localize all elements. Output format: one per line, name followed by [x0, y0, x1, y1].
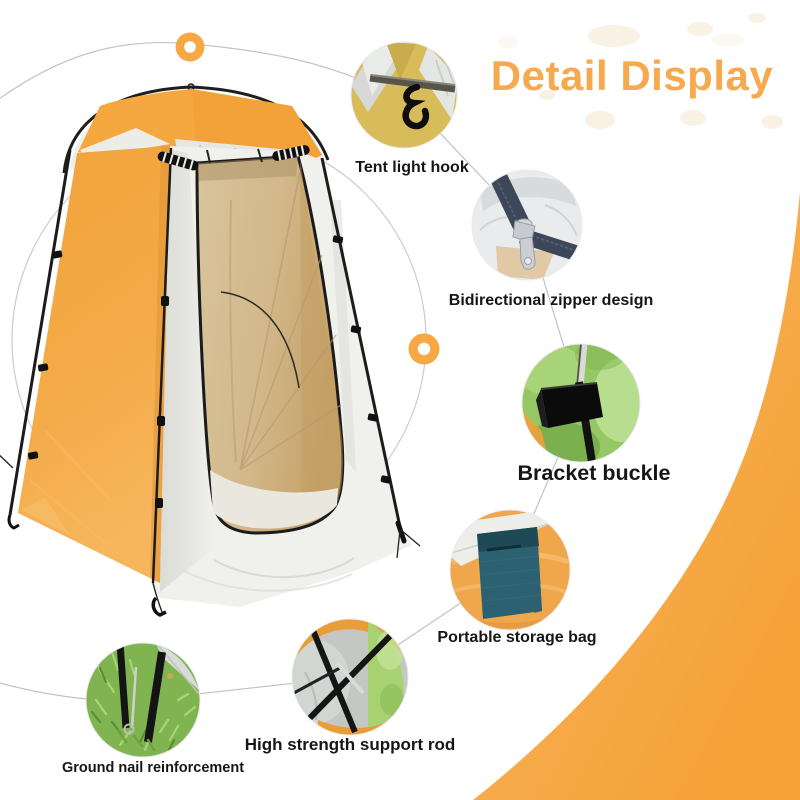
ring-accent-middle — [408, 333, 440, 365]
feature-photo-tent-light-hook — [350, 41, 458, 149]
feature-photo-support-rod — [291, 618, 409, 736]
feature-photo-ground-nail — [85, 642, 201, 758]
feature-label-bracket-buckle: Bracket buckle — [517, 461, 671, 485]
feature-photo-portable-storage-bag — [449, 509, 571, 631]
feature-label-support-rod: High strength support rod — [244, 735, 456, 754]
ring-accent-top — [175, 32, 205, 62]
page-title: Detail Display — [490, 52, 774, 99]
feature-label-portable-storage-bag: Portable storage bag — [437, 629, 597, 646]
background-smudges — [498, 13, 783, 129]
feature-photo-bidirectional-zipper — [471, 169, 583, 281]
feature-label-ground-nail: Ground nail reinforcement — [61, 760, 245, 776]
feature-label-tent-light-hook: Tent light hook — [355, 159, 469, 176]
feature-label-bidirectional-zipper: Bidirectional zipper design — [448, 292, 654, 309]
tent-photo — [0, 83, 421, 617]
corner-wedge — [473, 192, 800, 800]
feature-photo-bracket-buckle — [521, 343, 641, 463]
